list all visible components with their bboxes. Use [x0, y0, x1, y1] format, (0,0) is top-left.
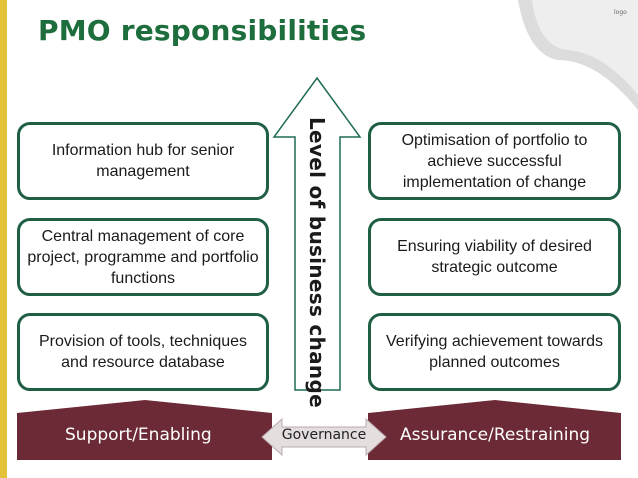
right-box-verifying-text: Verifying achievement towards planned ou… — [386, 333, 603, 371]
left-box-central-management-text: Central management of core project, prog… — [27, 227, 259, 287]
left-box-info-hub-text: Information hub for senior management — [51, 142, 235, 180]
arrow-label: Level of business change — [305, 116, 329, 408]
support-enabling-label: Support/Enabling — [65, 425, 212, 445]
accent-bar — [0, 0, 7, 478]
governance-double-arrow — [261, 417, 387, 457]
left-box-provision-tools: Provision of tools, techniques and resou… — [17, 313, 269, 391]
right-box-optimisation-text: Optimisation of portfolio to achieve suc… — [401, 131, 588, 191]
page-title: PMO responsibilities — [38, 14, 367, 47]
right-box-optimisation: Optimisation of portfolio to achieve suc… — [368, 122, 621, 200]
assurance-restraining-label: Assurance/Restraining — [400, 425, 591, 445]
right-box-verifying: Verifying achievement towards planned ou… — [368, 313, 621, 391]
left-box-info-hub: Information hub for senior management — [17, 122, 269, 200]
arrow-label-wrapper: Level of business change — [295, 117, 339, 408]
governance-label: Governance — [281, 427, 367, 443]
support-enabling-band — [17, 400, 272, 460]
business-change-up-arrow — [272, 76, 362, 391]
left-box-central-management: Central management of core project, prog… — [17, 218, 269, 296]
left-box-provision-tools-text: Provision of tools, techniques and resou… — [38, 333, 248, 371]
right-box-viability: Ensuring viability of desired strategic … — [368, 218, 621, 296]
right-box-viability-text: Ensuring viability of desired strategic … — [397, 238, 592, 276]
assurance-restraining-band — [368, 400, 621, 460]
svg-text:logo: logo — [614, 9, 627, 16]
page-curl-decoration: logo — [518, 0, 638, 110]
